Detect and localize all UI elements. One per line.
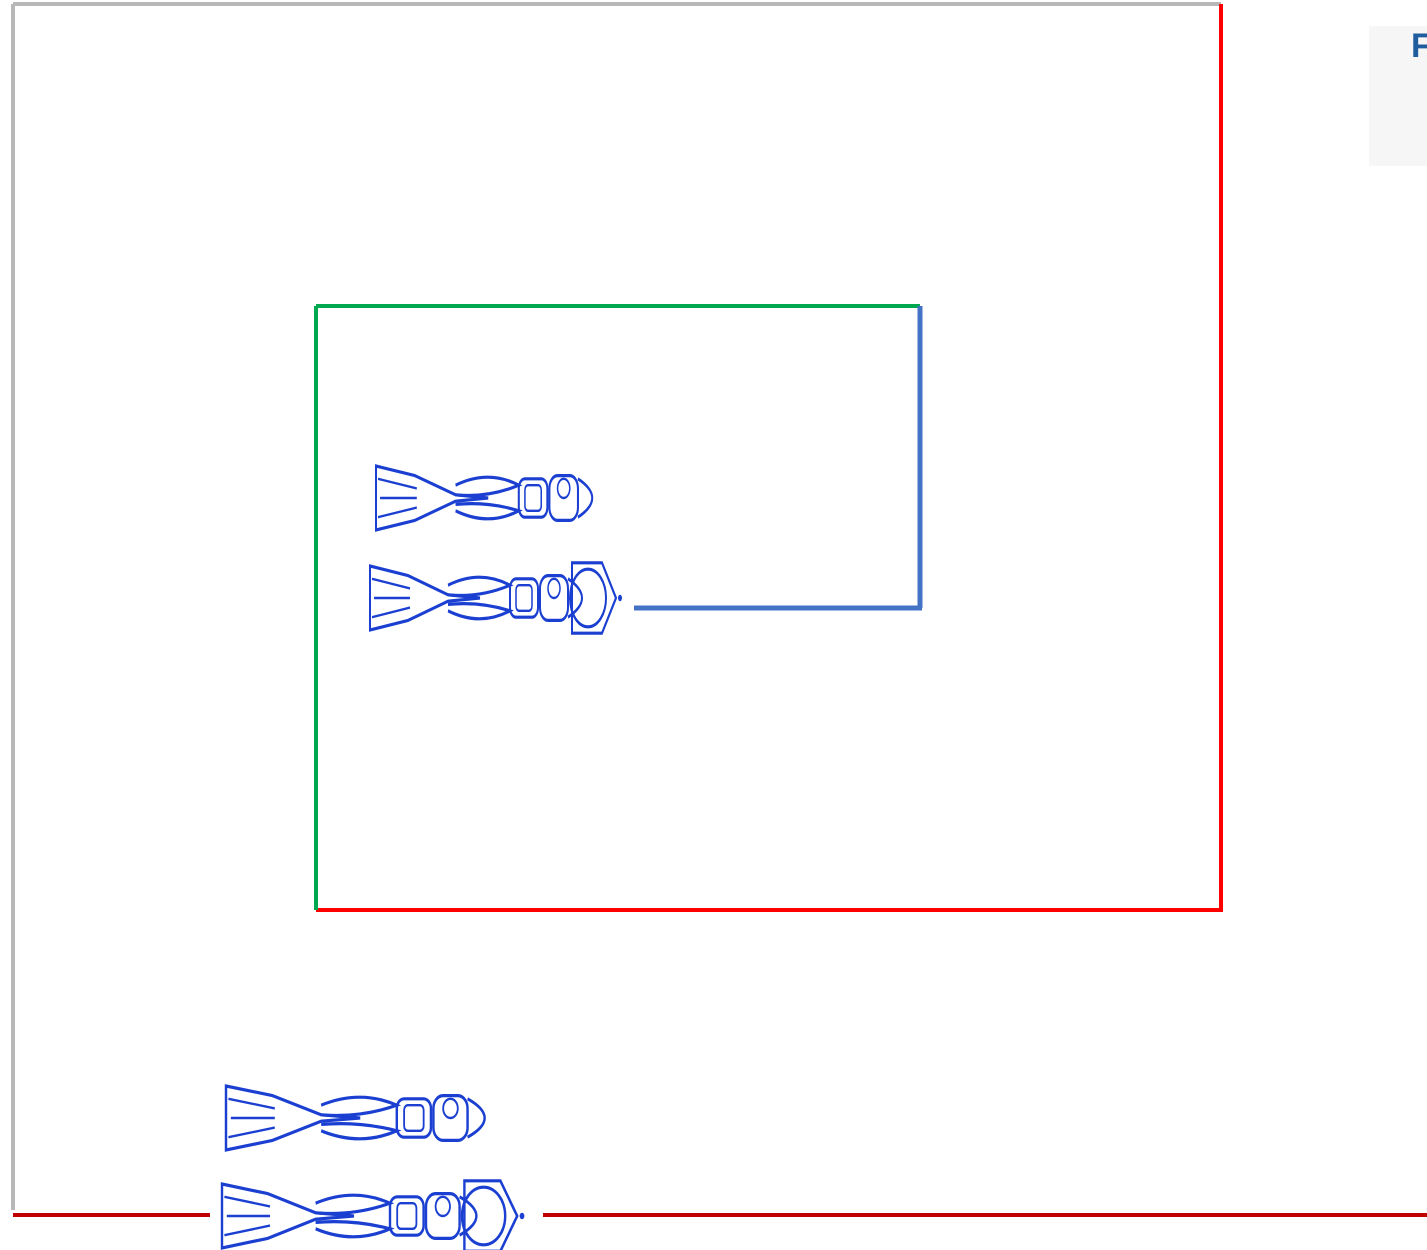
diver-icon xyxy=(226,1086,485,1150)
diver-icon xyxy=(376,466,592,530)
diver-with-float-icon xyxy=(222,1181,524,1250)
corner-label: F xyxy=(1369,26,1427,166)
corner-label-text: F xyxy=(1411,27,1427,65)
diver-with-float-icon xyxy=(370,563,622,633)
